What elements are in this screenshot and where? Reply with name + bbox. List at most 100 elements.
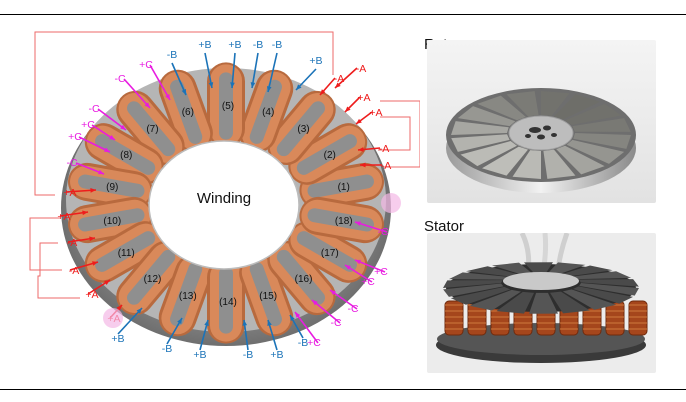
winding-arrow (230, 52, 236, 89)
coil (267, 90, 336, 166)
phase-b-label: -B (298, 337, 309, 349)
winding-arrow (69, 261, 99, 271)
phase-c-label: -C (66, 157, 77, 169)
slot-number: (12) (144, 274, 162, 285)
winding-arrow (267, 319, 278, 351)
coil (158, 253, 213, 337)
winding-arrow (266, 52, 278, 93)
winding-arrow (295, 68, 317, 91)
winding-arrow (171, 62, 187, 96)
winding-arrow (78, 136, 111, 153)
coil (288, 123, 368, 185)
slot-number: (8) (120, 150, 132, 161)
phase-c-label: +C (139, 59, 153, 71)
winding-arrow (319, 77, 336, 96)
phase-c-label: -C (377, 226, 388, 238)
slot-number: (16) (295, 274, 313, 285)
phase-a-label: -A (379, 143, 390, 155)
phase-c-label: +C (81, 119, 95, 131)
phase-c-label: -C (347, 303, 358, 315)
terminal-marker (103, 308, 123, 328)
winding-diagram: Winding (1)(2)(3)(4)(5)(6)(7)(8)(9)(10)(… (29, 31, 420, 361)
coil (84, 221, 164, 283)
winding-arrow (67, 236, 96, 243)
winding-arrow (75, 162, 105, 175)
phase-b-label: -B (272, 39, 283, 51)
rotor-photo (427, 40, 656, 203)
slot-number: (15) (259, 291, 277, 302)
phase-c-label: +C (68, 131, 82, 143)
winding-arrow (289, 314, 304, 339)
phase-a-label: +A (357, 92, 370, 104)
winding-arrow (355, 111, 373, 125)
coil (158, 69, 213, 153)
winding-arrow (250, 52, 259, 89)
winding-arrow (204, 52, 214, 89)
coil (207, 258, 245, 344)
phase-a-label: -A (69, 265, 80, 277)
coil (267, 240, 336, 316)
phase-b-label: -B (253, 39, 264, 51)
phase-a-label: -A (381, 160, 392, 172)
slot-number: (1) (338, 182, 350, 193)
winding-arrow (357, 147, 381, 152)
phase-c-label: -C (88, 103, 99, 115)
winding-arrow (59, 210, 89, 217)
phase-b-label: +B (309, 55, 322, 67)
slot-number: (18) (335, 216, 353, 227)
winding-arrow (344, 96, 361, 113)
slot-number: (17) (321, 248, 339, 259)
slot-number-group: (1) (2) (3) (4) (5) (6) (7) (8) (9) (10) (11) (12) (… (103, 101, 352, 308)
arrow-group (59, 52, 388, 351)
winding-arrow (65, 188, 97, 193)
phase-b-label: -B (167, 49, 178, 61)
winding-arrow (117, 307, 143, 335)
phase-c-label: -C (114, 73, 125, 85)
winding-arrow (329, 289, 358, 310)
phase-b-label: +B (198, 39, 211, 51)
terminal-marker (381, 193, 401, 213)
phase-b-label: +B (193, 349, 206, 361)
stator-photo (427, 233, 656, 373)
center-label: Winding (197, 190, 251, 207)
slot-number: (2) (324, 150, 336, 161)
winding-arrow (149, 64, 171, 101)
phase-a-label: +A (85, 289, 98, 301)
phase-a-wiring (29, 31, 420, 299)
winding-arrow (97, 108, 127, 131)
winding-arrow (166, 317, 183, 345)
slot-number: (9) (106, 182, 118, 193)
slot-number: (10) (103, 216, 121, 227)
winding-arrow (354, 221, 388, 233)
winding-arrow (87, 279, 111, 295)
slot-number: (4) (262, 107, 274, 118)
phase-a-label: +A (57, 211, 70, 223)
slot-number: (14) (219, 297, 237, 308)
stator-label: Stator (424, 218, 465, 235)
coil (239, 253, 294, 337)
slot-number: (13) (179, 291, 197, 302)
slot-number: (11) (118, 248, 135, 259)
slot-number: (6) (182, 107, 194, 118)
phase-b-label: +B (270, 349, 283, 361)
bottom-rule (0, 389, 686, 390)
winding-arrow (360, 162, 382, 168)
phase-a-label: -A (67, 237, 78, 249)
top-rule (0, 14, 686, 15)
phase-a-label: +A (369, 107, 382, 119)
phase-c-label: +C (374, 266, 388, 278)
slot-number: (3) (297, 124, 309, 135)
winding-arrow (242, 319, 249, 351)
winding-arrow (344, 264, 373, 283)
coil (239, 69, 294, 153)
coil (84, 123, 164, 185)
slot-number: (7) (146, 124, 158, 135)
winding-arrow (123, 78, 151, 109)
winding-arrow (91, 124, 116, 141)
coil (207, 62, 245, 148)
phase-c-label: +C (361, 276, 375, 288)
coil (116, 90, 185, 166)
slot-number: (5) (222, 101, 234, 112)
winding-arrow (334, 67, 358, 89)
winding-arrow (294, 311, 319, 344)
